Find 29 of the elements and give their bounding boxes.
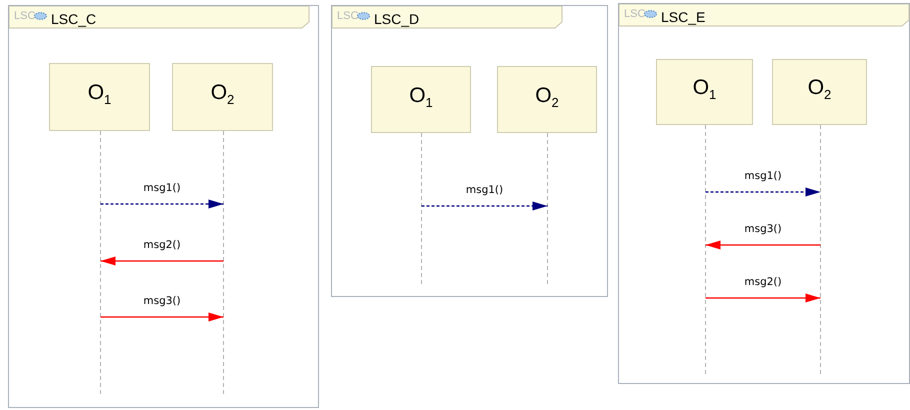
- frame: [8, 5, 319, 408]
- message-label: msg1(): [742, 170, 784, 182]
- object-name: O$_{1}$: [88, 81, 112, 110]
- frame-tag: LSC: [624, 8, 646, 21]
- message-arrow: [706, 188, 820, 196]
- object-name: O$_{1}$: [409, 84, 433, 112]
- message-arrow: [100, 256, 224, 266]
- message-label: msg3(): [742, 223, 784, 235]
- frame-tag: LSC: [14, 10, 36, 23]
- object-name: O$_{2}$: [210, 81, 234, 110]
- message-arrow: [100, 200, 224, 208]
- frame: [618, 3, 910, 384]
- object-name: O$_{2}$: [808, 76, 832, 105]
- message-arrow: [422, 202, 548, 210]
- message-label: msg2(): [141, 239, 183, 251]
- object-name: O$_{2}$: [535, 84, 559, 112]
- frame-title: LSC_D: [374, 11, 420, 27]
- object-name: O$_{1}$: [692, 76, 716, 105]
- message-label: msg1(): [141, 182, 183, 194]
- frame: [331, 5, 608, 297]
- message-arrow: [706, 240, 820, 250]
- message-arrow: [706, 294, 820, 302]
- message-arrow: [100, 312, 224, 322]
- message-label: msg1(): [464, 184, 506, 196]
- frame-tag: LSC: [337, 10, 358, 23]
- frame-title: LSC_E: [661, 9, 706, 25]
- message-label: msg3(): [141, 295, 183, 307]
- message-label: msg2(): [742, 276, 784, 288]
- frame-title: LSC_C: [51, 11, 96, 27]
